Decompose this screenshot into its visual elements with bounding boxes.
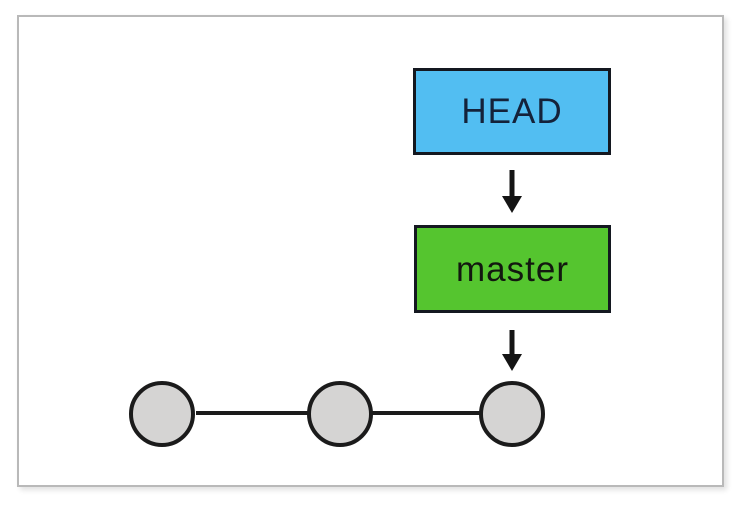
- commit-node: [479, 381, 545, 447]
- arrow-head-icon: [502, 354, 522, 371]
- master-label: master: [456, 249, 569, 289]
- master-branch-box: master: [414, 225, 611, 313]
- arrow-head-to-master: [502, 170, 522, 213]
- arrow-master-to-commit: [502, 330, 522, 371]
- arrow-head-icon: [502, 196, 522, 213]
- commit-node: [307, 381, 373, 447]
- head-ref-box: HEAD: [413, 68, 611, 155]
- head-label: HEAD: [461, 92, 563, 131]
- commit-node: [129, 381, 195, 447]
